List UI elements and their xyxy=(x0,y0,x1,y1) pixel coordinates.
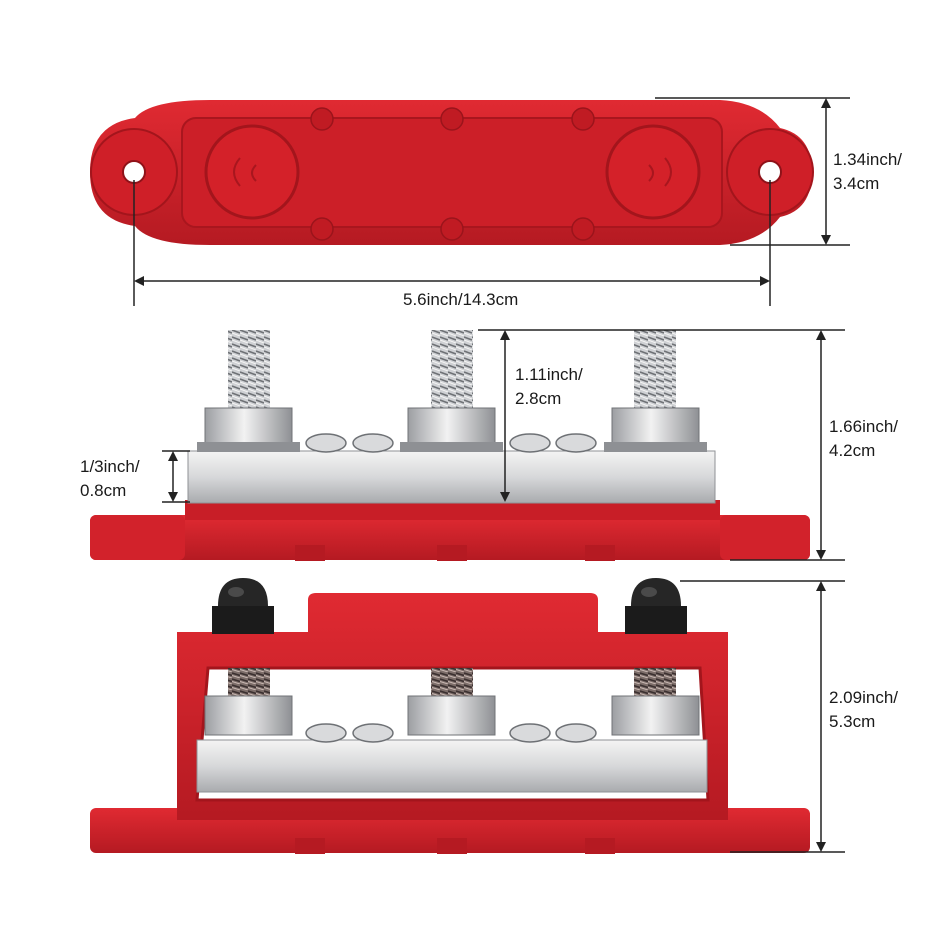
width-label-cm: 3.4cm xyxy=(833,174,879,193)
cover-label-inch: 2.09inch/ xyxy=(829,688,898,707)
front-busbar xyxy=(187,450,716,504)
top-view xyxy=(90,100,814,245)
height-label-inch: 1.66inch/ xyxy=(829,417,898,436)
base-label-cm: 0.8cm xyxy=(80,481,126,500)
dim-lines-cover xyxy=(680,580,845,853)
dim-lines-top xyxy=(133,97,850,306)
covered-view xyxy=(90,578,810,854)
front-screws xyxy=(305,433,597,453)
stud-label-inch: 1.11inch/ xyxy=(515,365,583,384)
front-base xyxy=(90,515,810,560)
length-label: 5.6inch/14.3cm xyxy=(403,290,518,309)
front-view xyxy=(90,330,810,561)
cover-busbar xyxy=(196,739,708,793)
front-studs xyxy=(197,330,707,452)
width-label-inch: 1.34inch/ xyxy=(833,150,902,169)
height-label-cm: 4.2cm xyxy=(829,441,875,460)
stud-label-cm: 2.8cm xyxy=(515,389,561,408)
cover-label-cm: 5.3cm xyxy=(829,712,875,731)
base-label-inch: 1/3inch/ xyxy=(80,457,140,476)
cover-cap-nuts xyxy=(212,578,687,634)
top-view-bumps xyxy=(310,107,595,241)
dim-lines-front xyxy=(162,329,845,561)
